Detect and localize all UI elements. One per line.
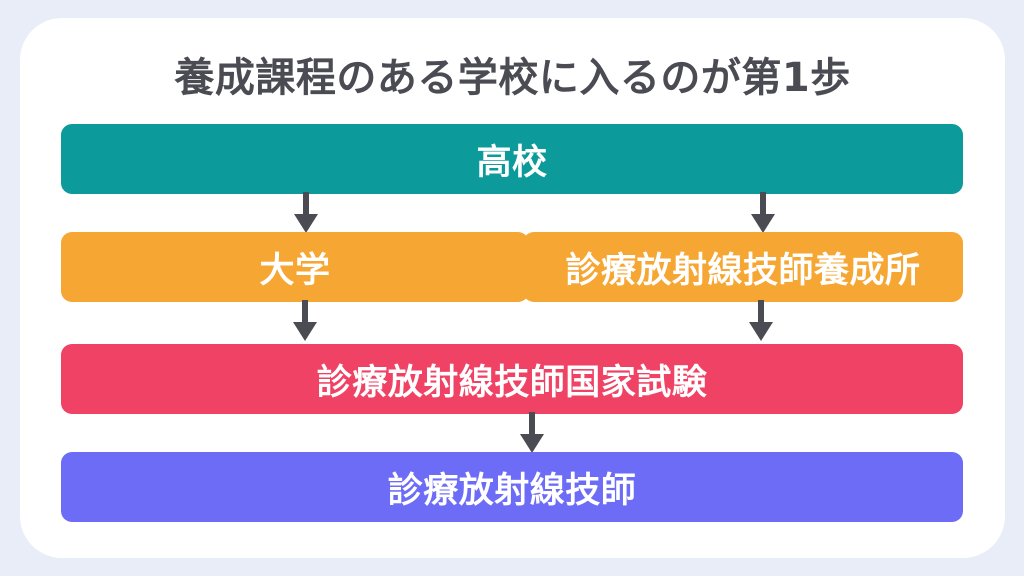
arrow-down-icon-highschool-to-university [289, 192, 323, 236]
arrow-down-icon-university-to-exam [288, 300, 322, 344]
page-title: 養成課程のある学校に入るのが第1歩 [174, 55, 851, 101]
arrow-down-icon-training-to-exam [744, 300, 778, 344]
flow-node-highschool-label: 高校 [476, 142, 548, 183]
flow-node-training-institute[interactable]: 診療放射線技師養成所 [523, 232, 963, 302]
flow-node-university[interactable]: 大学 [61, 232, 529, 302]
arrow-down-icon-highschool-to-training [746, 192, 780, 236]
flow-node-national-exam-label: 診療放射線技師国家試験 [316, 362, 708, 403]
flow-node-highschool[interactable]: 高校 [61, 124, 963, 194]
flow-node-radiological-technologist[interactable]: 診療放射線技師 [61, 452, 963, 522]
flow-node-university-label: 大学 [259, 250, 331, 291]
arrow-down-icon-exam-to-technologist [515, 412, 549, 456]
flow-node-training-institute-label: 診療放射線技師養成所 [565, 250, 921, 291]
content-card: 養成課程のある学校に入るのが第1歩 高校 大学 [20, 18, 1005, 558]
flow-node-national-exam[interactable]: 診療放射線技師国家試験 [61, 344, 963, 414]
flowchart: 高校 大学 診療放射線技師養成所 [20, 18, 1005, 558]
flow-node-radiological-technologist-label: 診療放射線技師 [387, 470, 637, 511]
